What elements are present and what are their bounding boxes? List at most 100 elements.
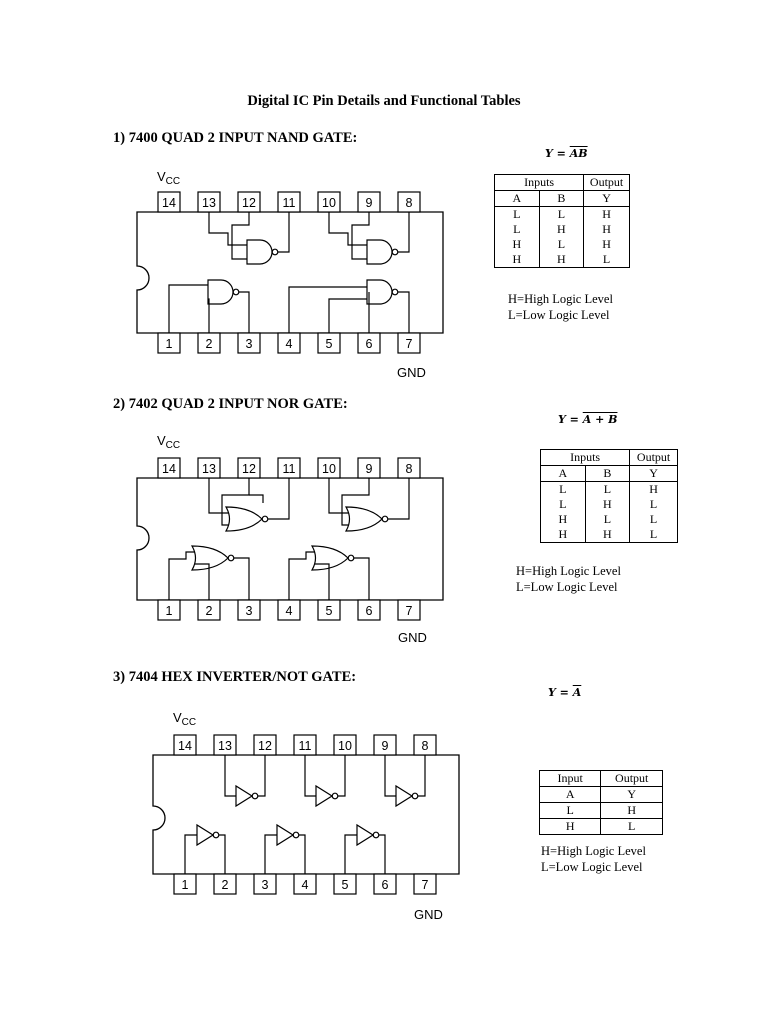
pin-number: 8 (422, 739, 429, 753)
inverter-gate-4 (184, 823, 226, 874)
pin-number: 12 (258, 739, 272, 753)
pin-number: 12 (242, 196, 256, 210)
inverter-gate-5 (264, 823, 306, 874)
column-header: Y (583, 190, 630, 207)
table-cell: L (629, 527, 678, 543)
gnd-label: GND (397, 365, 426, 380)
pin-number: 11 (283, 196, 296, 210)
pin-bottom-7: 7 (413, 873, 437, 895)
nor-gate-upper-left (208, 478, 290, 532)
pin-number: 6 (366, 604, 373, 618)
ic-body (152, 754, 460, 875)
legend-notes-7404: H=High Logic Level L=Low Logic Level (541, 844, 646, 875)
pin-bottom-3: 3 (253, 873, 277, 895)
column-header: A (540, 465, 586, 482)
pin-number: 4 (286, 337, 293, 351)
pin-top-13: 13 (213, 734, 237, 756)
pin-number: 5 (326, 337, 333, 351)
column-header: B (584, 465, 631, 482)
inverter-gate-1 (224, 755, 266, 808)
table-cell: H (583, 222, 630, 237)
table-cell: H (600, 802, 663, 819)
table-cell: L (540, 481, 586, 497)
pin-number: 10 (338, 739, 352, 753)
pin-number: 5 (326, 604, 333, 618)
pin-number: 2 (222, 878, 229, 892)
note-low: L=Low Logic Level (541, 859, 643, 874)
table-cell: H (538, 818, 602, 835)
pin-bottom-6: 6 (373, 873, 397, 895)
nand-gate-upper-left (208, 212, 290, 265)
table-cell: L (600, 818, 663, 835)
pin-top-10: 10 (317, 457, 341, 479)
inverter-gate-6 (344, 823, 386, 874)
table-cell: H (583, 206, 630, 222)
table-cell: L (583, 252, 630, 268)
pin-top-12: 12 (237, 457, 261, 479)
pin-top-11: 11 (293, 734, 317, 756)
note-high: H=High Logic Level (516, 564, 621, 578)
nor-gate-lower-right (288, 545, 370, 600)
pin-number: 9 (366, 196, 373, 210)
pin-top-14: 14 (157, 457, 181, 479)
pin-number: 13 (218, 739, 232, 753)
pin-number: 14 (162, 462, 176, 476)
pin-number: 6 (382, 878, 389, 892)
pin-top-12: 12 (237, 191, 261, 213)
pin-number: 14 (178, 739, 192, 753)
pin-number: 9 (382, 739, 389, 753)
pin-number: 1 (166, 604, 173, 618)
nand-gate-upper-right (328, 212, 410, 265)
pin-number: 11 (299, 739, 312, 753)
column-header: Y (600, 786, 663, 803)
group-header-output: Output (629, 449, 678, 466)
equation-7402: Y = A + B (558, 413, 617, 426)
table-cell: L (540, 497, 586, 512)
nor-gate-lower-left (168, 545, 250, 600)
gnd-label: GND (398, 630, 427, 645)
pin-number: 6 (366, 337, 373, 351)
pin-number: 2 (206, 604, 213, 618)
pin-top-9: 9 (357, 191, 381, 213)
table-cell: H (629, 481, 678, 497)
equation-prefix: Y = (558, 413, 583, 426)
pin-number: 12 (242, 462, 256, 476)
equation-prefix: Y = (548, 686, 573, 699)
pin-top-14: 14 (173, 734, 197, 756)
column-header: Y (629, 465, 678, 482)
inverter-gate-2 (304, 755, 346, 808)
legend-notes-7402: H=High Logic Level L=Low Logic Level (516, 564, 621, 595)
pin-bottom-5: 5 (333, 873, 357, 895)
vcc-label: VCC (157, 433, 180, 451)
nand-gate-lower-right (288, 279, 410, 333)
pin-top-11: 11 (277, 457, 301, 479)
equation-term: A + B (582, 413, 618, 426)
pin-bottom-4: 4 (293, 873, 317, 895)
section-heading-7400: 1) 7400 QUAD 2 INPUT NAND GATE: (113, 130, 358, 146)
group-header-output: Output (600, 770, 663, 787)
table-cell: L (629, 512, 678, 527)
pin-number: 10 (322, 196, 336, 210)
pin-number: 1 (182, 878, 189, 892)
pin-top-10: 10 (317, 191, 341, 213)
note-low: L=Low Logic Level (516, 579, 618, 594)
equation-7404: Y = A (548, 686, 581, 699)
pin-number: 8 (406, 196, 413, 210)
pin-top-10: 10 (333, 734, 357, 756)
pin-number: 5 (342, 878, 349, 892)
pin-number: 13 (202, 196, 216, 210)
pin-bottom-2: 2 (213, 873, 237, 895)
group-header-output: Output (583, 174, 630, 191)
group-header-input: Input (538, 770, 602, 787)
